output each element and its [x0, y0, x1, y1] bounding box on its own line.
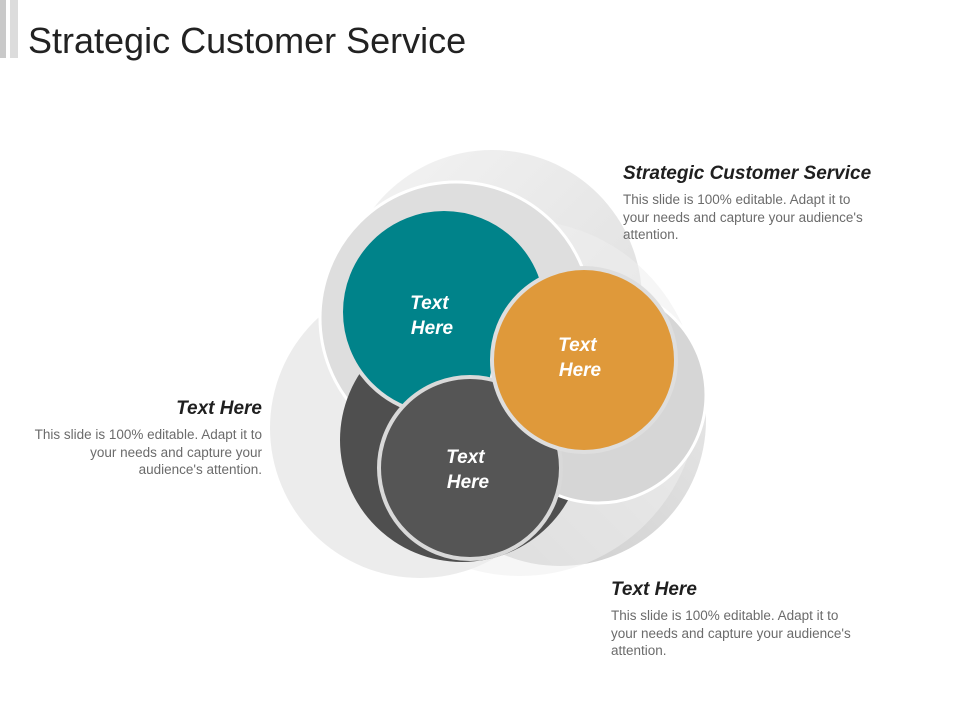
callout-left-body: This slide is 100% editable. Adapt it to…	[34, 427, 262, 477]
callout-top-right-heading: Strategic Customer Service	[623, 163, 872, 184]
callout-left-heading: Text Here	[176, 398, 262, 419]
orange-circle-label: Text Here	[558, 335, 602, 381]
callout-bottom-right-body: This slide is 100% editable. Adapt it to…	[611, 608, 851, 658]
orange-circle	[490, 266, 678, 454]
page-title: Strategic Customer Service	[28, 20, 467, 61]
callout-top-right-body: This slide is 100% editable. Adapt it to…	[623, 192, 863, 242]
teal-circle-label: Text Here	[410, 293, 454, 339]
callout-bottom-right: Text Here This slide is 100% editable. A…	[611, 579, 861, 660]
dark-circle-label: Text Here	[446, 447, 490, 493]
title-accent-bar	[0, 0, 18, 58]
callout-left: Text Here This slide is 100% editable. A…	[26, 398, 262, 479]
callout-bottom-right-heading: Text Here	[611, 579, 697, 600]
callout-top-right: Strategic Customer Service This slide is…	[623, 163, 913, 244]
